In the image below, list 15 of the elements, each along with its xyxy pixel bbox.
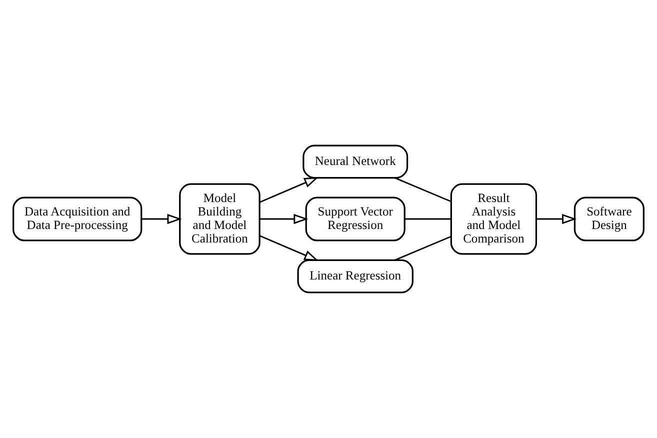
node-box: Neural Network [302,144,408,179]
node-box: Model Building and Model Calibration [179,183,260,255]
connector [404,218,451,220]
arrow [259,235,319,261]
arrow [536,214,577,224]
node-box: Data Acquisition and Data Pre-processing [12,196,142,242]
node-box: Linear Regression [297,259,414,294]
node-box: Result Analysis and Model Comparison [450,183,538,255]
arrow [260,214,308,224]
arrow [259,177,319,203]
node-box: Support Vector Regression [305,196,406,242]
arrow [142,214,182,224]
connector [394,177,452,202]
node-box: Software Design [574,196,644,242]
connector [394,236,452,261]
